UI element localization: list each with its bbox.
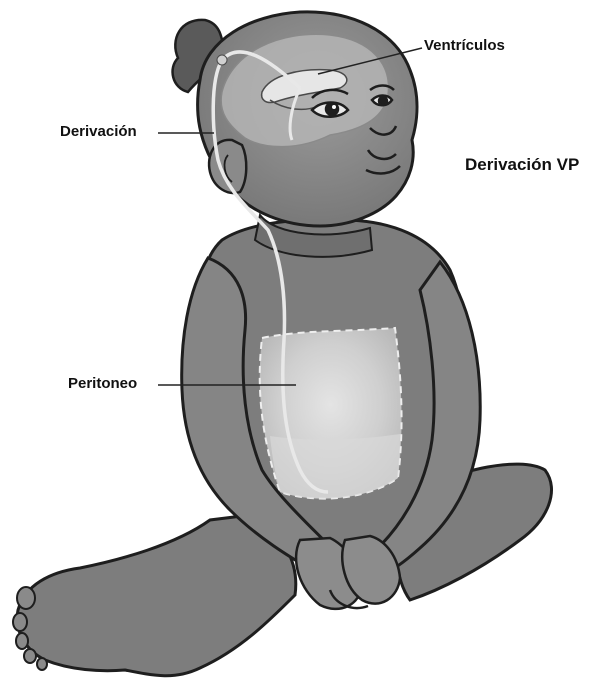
ventricles-label: Ventrículos xyxy=(424,38,505,53)
peritoneum-label: Peritoneo xyxy=(68,376,137,391)
diagram-title: Derivación VP xyxy=(465,156,579,173)
hands xyxy=(296,536,400,609)
shunt-label: Derivación xyxy=(60,124,137,139)
left-leg xyxy=(17,515,296,676)
